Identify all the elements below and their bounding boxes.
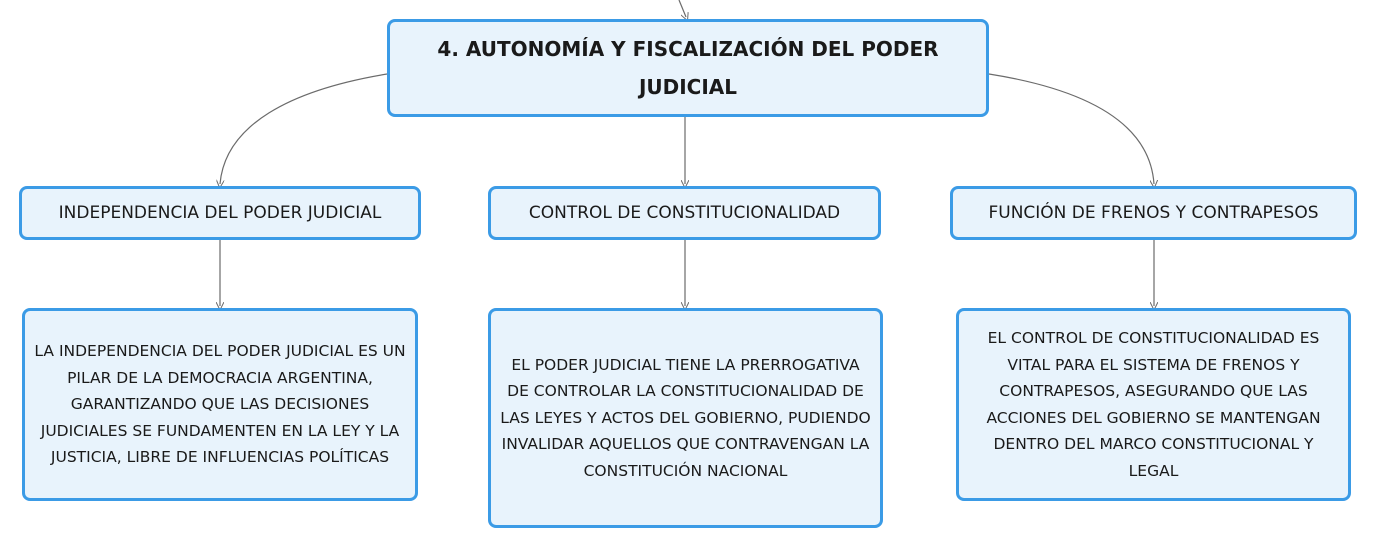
branch-node-frenos-contrapesos[interactable]: FUNCIÓN DE FRENOS Y CONTRAPESOS xyxy=(950,186,1357,240)
branch-node-independencia[interactable]: INDEPENDENCIA DEL PODER JUDICIAL xyxy=(19,186,421,240)
detail-node-control-constitucionalidad[interactable]: EL PODER JUDICIAL TIENE LA PRERROGATIVA … xyxy=(488,308,883,528)
branch-label: FUNCIÓN DE FRENOS Y CONTRAPESOS xyxy=(988,203,1319,223)
connector-parent-to-root xyxy=(678,0,686,17)
connector-root-to-branch-1 xyxy=(220,73,388,184)
detail-node-frenos-contrapesos[interactable]: EL CONTROL DE CONSTITUCIONALIDAD ES VITA… xyxy=(956,308,1351,501)
detail-node-independencia[interactable]: LA INDEPENDENCIA DEL PODER JUDICIAL ES U… xyxy=(22,308,418,501)
root-topic-node[interactable]: 4. AUTONOMÍA Y FISCALIZACIÓN DEL PODER J… xyxy=(387,19,989,117)
branch-node-control-constitucionalidad[interactable]: CONTROL DE CONSTITUCIONALIDAD xyxy=(488,186,881,240)
connector-root-to-branch-3 xyxy=(988,73,1154,184)
branch-label: INDEPENDENCIA DEL PODER JUDICIAL xyxy=(58,203,382,223)
detail-text: EL CONTROL DE CONSTITUCIONALIDAD ES VITA… xyxy=(986,329,1321,480)
detail-text: LA INDEPENDENCIA DEL PODER JUDICIAL ES U… xyxy=(34,342,406,467)
detail-text: EL PODER JUDICIAL TIENE LA PRERROGATIVA … xyxy=(500,355,871,480)
branch-label: CONTROL DE CONSTITUCIONALIDAD xyxy=(528,203,841,223)
root-topic-title: 4. AUTONOMÍA Y FISCALIZACIÓN DEL PODER J… xyxy=(437,37,939,99)
